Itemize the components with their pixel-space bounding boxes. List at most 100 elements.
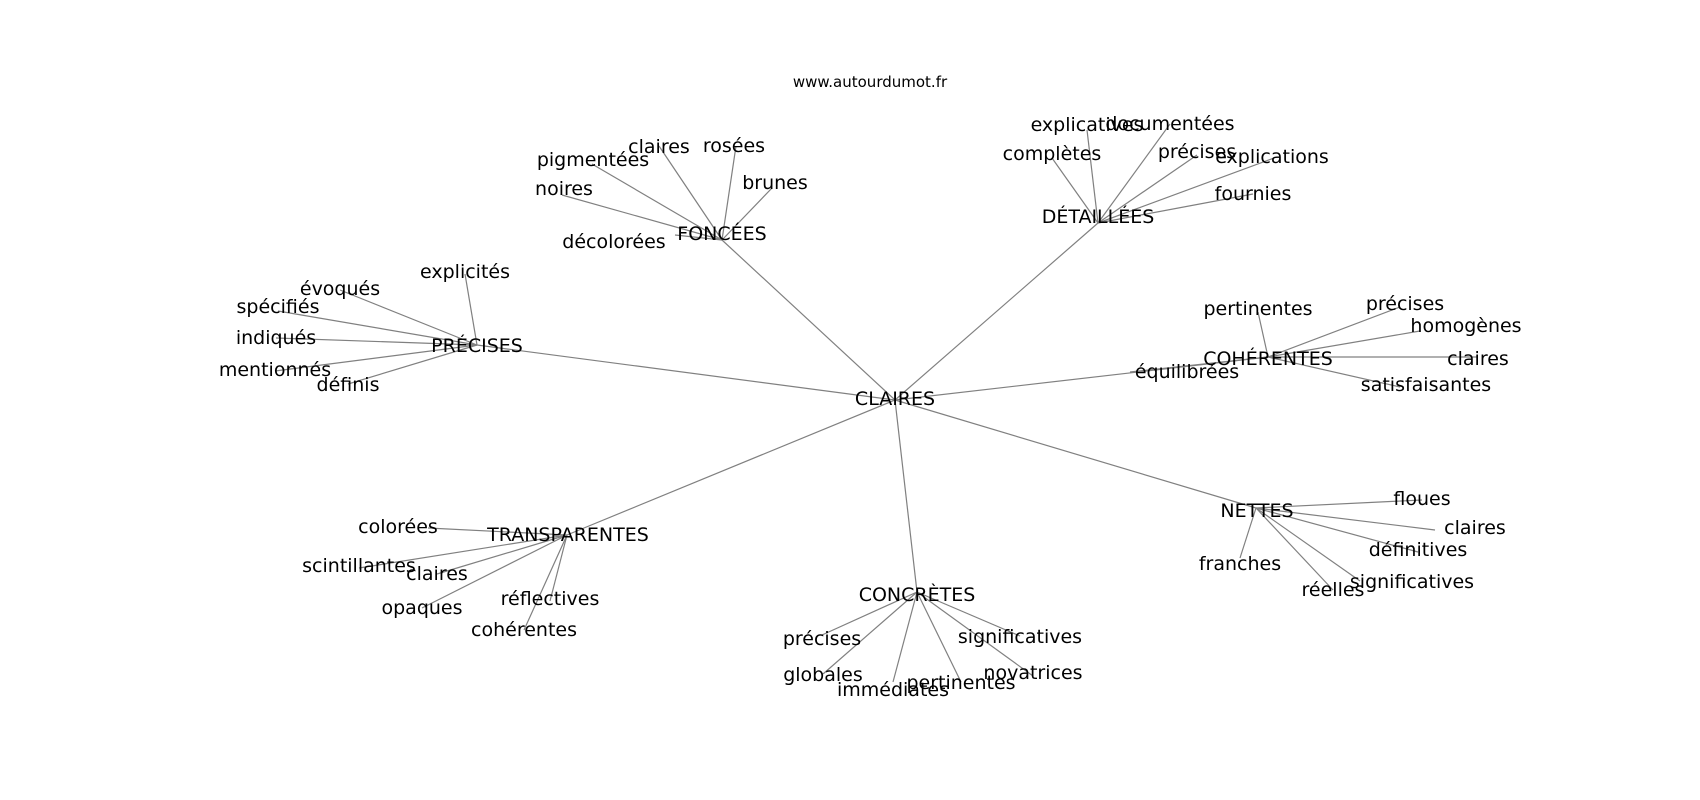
edge-coherentes-2	[1267, 330, 1421, 358]
word-node[interactable]: scintillantes	[302, 555, 416, 577]
word-node[interactable]: franches	[1199, 553, 1281, 575]
word-node[interactable]: explicatives	[1031, 114, 1144, 136]
edge-foncees-0	[591, 163, 723, 241]
edge-center-transparentes	[566, 399, 896, 536]
edge-foncees-5	[674, 234, 723, 241]
word-node[interactable]: définitives	[1369, 539, 1468, 561]
word-node[interactable]: mentionnés	[219, 359, 331, 381]
hub-node-detaillees[interactable]: DÉTAILLÉES	[1042, 205, 1155, 228]
word-node[interactable]: précises	[1366, 293, 1444, 315]
hub-node-nettes[interactable]: NETTES	[1220, 500, 1293, 522]
word-node[interactable]: précises	[783, 628, 861, 650]
word-node[interactable]: globales	[783, 664, 863, 686]
edge-center-detaillees	[894, 222, 1099, 401]
word-node[interactable]: claires	[406, 563, 468, 585]
word-node[interactable]: explicités	[420, 261, 510, 283]
edge-transparentes-3	[421, 534, 568, 609]
word-node[interactable]: novatrices	[983, 662, 1082, 684]
edge-transparentes-2	[436, 534, 568, 575]
hub-node-foncees[interactable]: FONCÉES	[677, 222, 766, 245]
graph-edges	[274, 123, 1478, 683]
hub-node-coherentes[interactable]: COHÉRENTES	[1203, 347, 1333, 370]
word-node[interactable]: immédiates	[837, 679, 949, 701]
word-node[interactable]: complètes	[1003, 143, 1102, 165]
edge-coherentes-1	[1267, 306, 1401, 358]
edge-transparentes-4	[549, 534, 568, 602]
site-label[interactable]: www.autourdumot.fr	[793, 73, 948, 91]
word-node[interactable]: rosées	[703, 135, 765, 157]
edge-foncees-1	[658, 145, 723, 241]
edge-coherentes-4	[1267, 356, 1401, 388]
word-node[interactable]: décolorées	[562, 231, 665, 253]
edge-concretes-3	[916, 591, 962, 683]
word-node[interactable]: évoqués	[300, 278, 380, 300]
edge-nettes-0	[1255, 499, 1423, 509]
word-node[interactable]: explications	[1215, 146, 1329, 168]
word-node[interactable]: significatives	[958, 626, 1082, 648]
word-node[interactable]: claires	[1447, 348, 1509, 370]
word-node[interactable]: cohérentes	[471, 619, 577, 641]
edge-precises-2	[277, 310, 478, 346]
edge-coherentes-5	[1129, 356, 1269, 373]
word-node[interactable]: réelles	[1302, 579, 1365, 601]
word-node[interactable]: floues	[1393, 488, 1450, 510]
edge-precises-5	[347, 344, 478, 385]
word-node[interactable]: fournies	[1215, 183, 1292, 205]
word-node[interactable]: homogènes	[1410, 315, 1521, 337]
edge-precises-1	[339, 289, 478, 346]
edge-detaillees-0	[1086, 129, 1099, 224]
center-node[interactable]: CLAIRES	[855, 388, 935, 410]
edge-center-foncees	[721, 239, 896, 401]
edge-nettes-2	[1255, 507, 1419, 553]
edge-concretes-4	[916, 591, 1021, 637]
word-node[interactable]: satisfaisantes	[1361, 374, 1491, 396]
graph-labels: www.autourdumot.fr CLAIRES pigmentéescla…	[219, 73, 1522, 701]
word-node[interactable]: précises	[1158, 141, 1236, 163]
word-node[interactable]: significatives	[1350, 571, 1474, 593]
word-node[interactable]: réflectives	[501, 588, 600, 610]
word-node[interactable]: pertinentes	[1203, 298, 1312, 320]
edge-foncees-4	[561, 194, 723, 241]
edge-detaillees-3	[1097, 154, 1198, 224]
hub-node-precises[interactable]: PRÉCISES	[431, 334, 523, 357]
edge-concretes-0	[821, 591, 918, 636]
edge-foncees-3	[721, 187, 773, 241]
word-node[interactable]: claires	[1444, 517, 1506, 539]
edge-detaillees-2	[1051, 157, 1099, 224]
edge-transparentes-5	[523, 534, 568, 631]
edge-detaillees-4	[1097, 157, 1275, 224]
word-node[interactable]: définis	[317, 374, 380, 396]
edge-nettes-4	[1255, 507, 1361, 582]
word-node[interactable]: équilibrées	[1135, 361, 1239, 383]
hub-node-concretes[interactable]: CONCRÈTES	[859, 583, 976, 606]
edge-foncees-2	[721, 145, 737, 241]
edge-concretes-5	[916, 591, 1034, 677]
word-node[interactable]: opaques	[381, 597, 462, 619]
hub-node-transparentes[interactable]: TRANSPARENTES	[486, 524, 649, 546]
edge-center-nettes	[894, 399, 1257, 509]
edge-concretes-2	[892, 591, 918, 683]
edge-transparentes-1	[358, 534, 568, 569]
edge-transparentes-0	[427, 527, 568, 536]
word-node[interactable]: claires	[628, 136, 690, 158]
word-node[interactable]: brunes	[742, 172, 808, 194]
edge-center-concretes	[894, 399, 918, 593]
word-node[interactable]: pertinentes	[906, 672, 1015, 694]
word-node[interactable]: noires	[535, 178, 593, 200]
word-node[interactable]: colorées	[358, 516, 438, 538]
edge-nettes-3	[1239, 507, 1257, 559]
edge-detaillees-1	[1097, 123, 1171, 224]
edge-nettes-5	[1255, 507, 1334, 591]
word-node[interactable]: indiqués	[236, 327, 316, 349]
word-node[interactable]: pigmentées	[537, 149, 649, 171]
edge-precises-3	[275, 337, 478, 346]
word-node[interactable]: spécifiés	[237, 296, 320, 318]
edge-precises-4	[274, 344, 478, 372]
edge-nettes-1	[1255, 507, 1436, 531]
word-node[interactable]: documentées	[1105, 113, 1234, 135]
edge-center-precises	[476, 344, 896, 401]
edge-concretes-1	[822, 591, 918, 675]
edge-detaillees-5	[1097, 193, 1254, 224]
edge-coherentes-0	[1257, 311, 1269, 358]
